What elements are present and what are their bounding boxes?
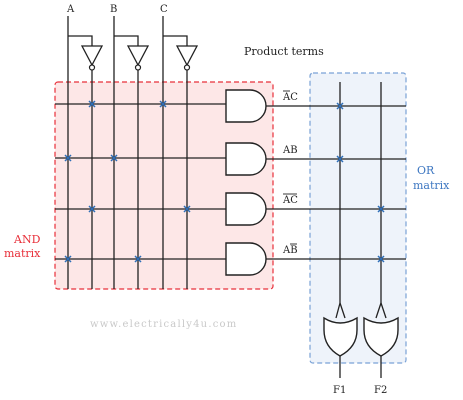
- and-gate-1: [225, 89, 267, 123]
- or-gate-f2: [363, 316, 399, 357]
- product-terms-title: Product terms: [244, 45, 324, 58]
- and-matrix-region: [54, 81, 274, 290]
- or-matrix-region: [309, 72, 407, 364]
- or-gate-f1: [323, 316, 358, 357]
- and-input-lines: [55, 103, 226, 260]
- or-matrix-label-line2: matrix: [413, 179, 450, 192]
- input-b-wiring: [113, 16, 150, 289]
- and-matrix-label-line1: AND: [13, 233, 41, 246]
- and-gate-2: [225, 142, 267, 176]
- input-label-c: C: [160, 4, 168, 15]
- product-term-4-label: AB: [282, 245, 298, 256]
- input-label-a: A: [66, 4, 75, 15]
- and-gate-3: [225, 192, 267, 226]
- input-label-b: B: [110, 4, 117, 15]
- connection-marks: [64, 100, 385, 263]
- product-term-3-label: AC: [282, 195, 298, 206]
- or-matrix-label-line1: OR: [417, 164, 435, 177]
- watermark: www.electrically4u.com: [90, 319, 237, 330]
- output-lines: [339, 356, 382, 378]
- inverter-bubble-c: [183, 64, 191, 71]
- input-c-wiring: [162, 16, 199, 289]
- product-term-lines: [266, 105, 406, 260]
- output-label-f2: F2: [374, 385, 387, 396]
- output-label-f1: F1: [333, 385, 346, 396]
- or-input-lines: [335, 82, 387, 319]
- product-term-2-label: AB: [282, 145, 298, 156]
- product-term-1-label: AC: [282, 92, 298, 103]
- inverter-bubble-a: [88, 64, 96, 71]
- and-gate-4: [225, 242, 267, 276]
- and-matrix-label-line2: matrix: [4, 247, 41, 260]
- inverter-bubble-b: [134, 64, 142, 71]
- input-a-wiring: [67, 16, 104, 289]
